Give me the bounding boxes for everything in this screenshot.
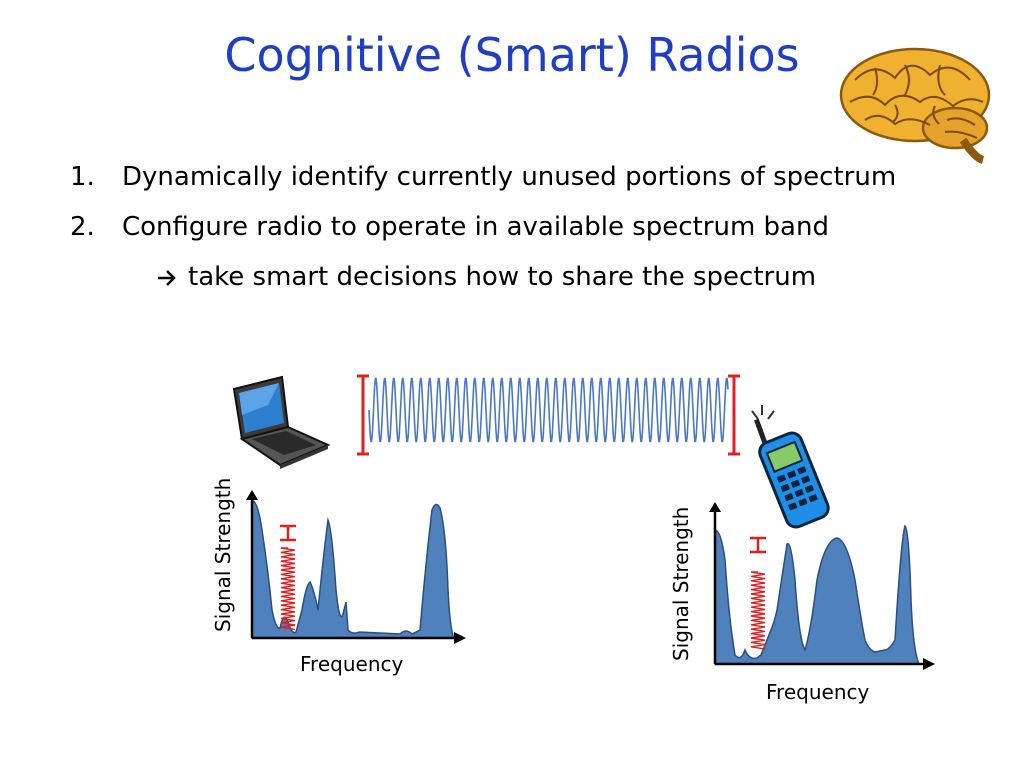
range-marker-right — [728, 374, 740, 456]
wave-line — [368, 377, 729, 443]
bullet-text: Configure radio to operate in available … — [122, 212, 829, 242]
left-plot-ylabel: Signal Strength — [211, 477, 235, 632]
sub-bullet-item: take smart decisions how to share the sp… — [70, 252, 896, 302]
spectrum-area — [714, 524, 921, 665]
right-plot-ylabel: Signal Strength — [669, 506, 693, 661]
arrow-right-icon — [158, 269, 176, 286]
transmission-wave — [357, 374, 740, 456]
brain-icon — [839, 47, 991, 164]
spectrum-area — [251, 498, 456, 639]
bullet-number: 1. — [70, 162, 95, 192]
left-plot-xlabel: Frequency — [300, 652, 404, 676]
bullet-number: 2. — [70, 212, 95, 242]
bullet-item: 2. Configure radio to operate in availab… — [70, 202, 896, 252]
bullet-item: 1. Dynamically identify currently unused… — [70, 152, 896, 202]
signal-width-marker — [280, 524, 296, 542]
signal-burst — [750, 571, 766, 650]
cell-phone-icon — [751, 405, 830, 529]
signal-burst — [280, 547, 296, 631]
bullet-text: Dynamically identify currently unused po… — [122, 162, 897, 192]
slide-title: Cognitive (Smart) Radios — [224, 28, 800, 82]
right-plot-xlabel: Frequency — [766, 680, 870, 704]
sub-bullet-text: take smart decisions how to share the sp… — [188, 262, 817, 292]
right-spectrum-plot — [709, 502, 935, 670]
range-marker-left — [357, 374, 369, 456]
bullet-list: 1. Dynamically identify currently unused… — [70, 152, 896, 302]
signal-width-marker — [750, 536, 766, 554]
left-spectrum-plot — [246, 490, 466, 644]
laptop-icon — [232, 375, 331, 469]
